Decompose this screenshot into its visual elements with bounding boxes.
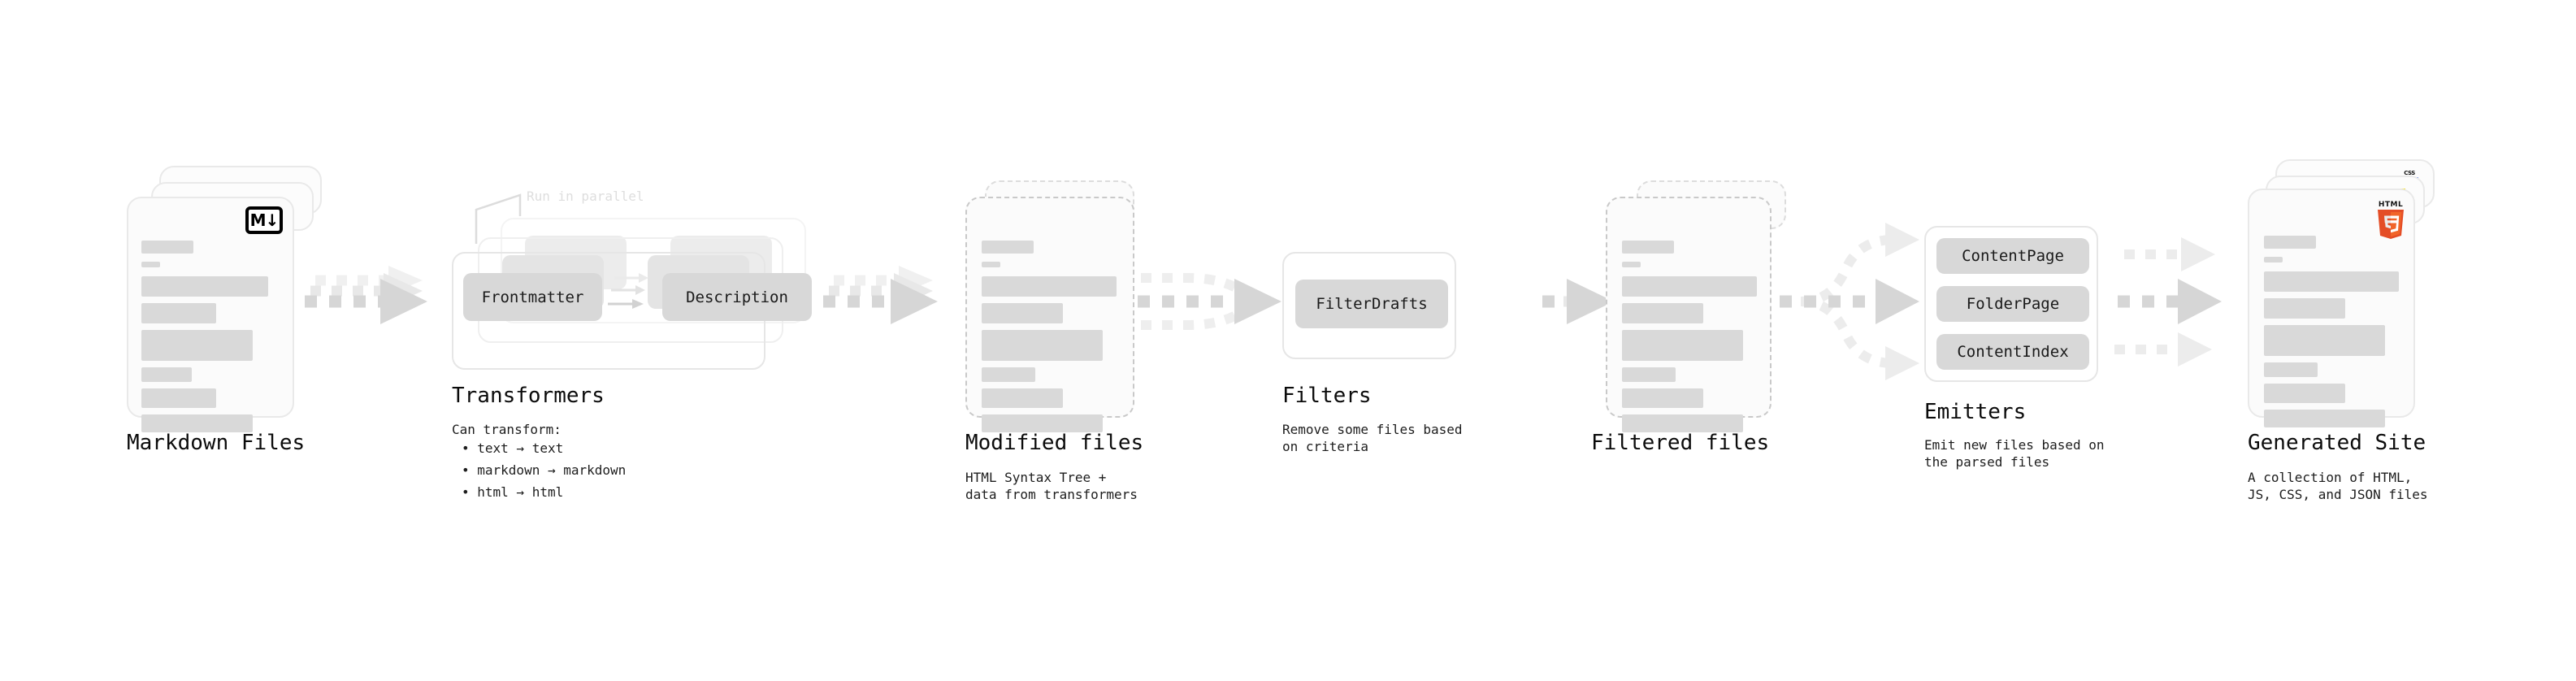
transformer-chip-description[interactable]: Description — [662, 273, 812, 321]
html5-badge-icon: HTML — [2378, 202, 2404, 239]
skeleton-bar — [141, 276, 268, 297]
skeleton-bar — [982, 276, 1117, 297]
skeleton-bar — [141, 241, 193, 254]
transformers-description-head: Can transform: — [452, 422, 562, 437]
skeleton-bar — [1622, 303, 1703, 323]
skeleton-bar — [982, 303, 1063, 323]
skeleton-bar — [1622, 367, 1676, 382]
skeleton-bar — [2264, 325, 2385, 356]
modified-file-card-front — [965, 197, 1134, 432]
filter-chip-filterdrafts[interactable]: FilterDrafts — [1295, 280, 1448, 328]
filters-description: Remove some files based on criteria — [1282, 422, 1463, 455]
markdown-file-card-front: M↓ — [127, 197, 294, 432]
skeleton-bar — [2264, 257, 2283, 262]
html5-badge-text: HTML — [2378, 201, 2404, 209]
emitters-description: Emit new files based on the parsed files — [1924, 437, 2105, 471]
skeleton-bar — [1622, 276, 1757, 297]
skeleton-bar — [141, 414, 253, 432]
transformers-description-item-3: • html → html — [462, 484, 564, 500]
html5-shield-glyph — [2378, 210, 2404, 239]
generated-site-title: Generated Site — [2248, 431, 2426, 455]
skeleton-bar — [982, 388, 1063, 408]
skeleton-bar — [2264, 362, 2318, 377]
emitter-chip-contentindex[interactable]: ContentIndex — [1936, 334, 2089, 370]
skeleton-bar — [141, 303, 216, 323]
filters-title: Filters — [1282, 384, 1372, 408]
filtered-file-card-front — [1606, 197, 1772, 432]
skeleton-bar — [141, 367, 192, 382]
transformer-chip-frontmatter[interactable]: Frontmatter — [463, 273, 602, 321]
skeleton-bar — [2264, 236, 2316, 249]
skeleton-bar — [982, 262, 1000, 267]
emitters-title: Emitters — [1924, 400, 2027, 424]
arrow-emitters-to-site — [2114, 237, 2222, 367]
skeleton-bar — [141, 330, 253, 361]
markdown-badge-icon: M↓ — [245, 206, 283, 234]
run-in-parallel-label: Run in parallel — [527, 189, 644, 204]
arrow-filters-to-filtered — [1542, 279, 1614, 324]
skeleton-bar — [1622, 414, 1743, 432]
arrow-markdown-to-transformers — [305, 266, 427, 324]
skeleton-bar — [141, 262, 160, 267]
skeleton-bar — [982, 414, 1103, 432]
modified-files-title: Modified files — [965, 431, 1144, 455]
generated-site-description: A collection of HTML, JS, CSS, and JSON … — [2248, 470, 2428, 503]
skeleton-bar — [2264, 410, 2385, 427]
arrow-filtered-to-emitters — [1780, 223, 1919, 380]
skeleton-bar — [2264, 384, 2345, 403]
transformer-card-front: Frontmatter Description — [452, 252, 812, 370]
markdown-files-title: Markdown Files — [127, 431, 306, 455]
run-in-parallel-bracket — [475, 193, 522, 244]
skeleton-bar — [2264, 271, 2399, 292]
filters-card: FilterDrafts — [1282, 252, 1456, 359]
filtered-files-title: Filtered files — [1591, 431, 1770, 455]
transformers-description-item-2: • markdown → markdown — [462, 462, 627, 478]
skeleton-bar — [982, 330, 1103, 361]
skeleton-bar — [1622, 388, 1703, 408]
skeleton-bar — [1622, 262, 1641, 267]
skeleton-bar — [1622, 241, 1674, 254]
emitter-chip-contentpage[interactable]: ContentPage — [1936, 238, 2089, 274]
transformers-description-item-1: • text → text — [462, 440, 564, 456]
markdown-badge-text: M↓ — [249, 210, 280, 230]
emitters-card: ContentPage FolderPage ContentIndex — [1924, 226, 2098, 382]
css-badge-text: CSS — [2404, 170, 2415, 176]
emitter-chip-folderpage[interactable]: FolderPage — [1936, 286, 2089, 322]
skeleton-bar — [1622, 330, 1743, 361]
arrow-transformers-to-modified — [823, 266, 938, 324]
arrow-modified-to-filters — [1138, 273, 1281, 330]
skeleton-bar — [982, 367, 1035, 382]
skeleton-bar — [2264, 298, 2345, 319]
modified-files-description: HTML Syntax Tree + data from transformer… — [965, 470, 1138, 503]
site-file-card-html: HTML — [2248, 189, 2415, 427]
transformers-title: Transformers — [452, 384, 605, 408]
skeleton-bar — [141, 388, 216, 408]
skeleton-bar — [982, 241, 1034, 254]
